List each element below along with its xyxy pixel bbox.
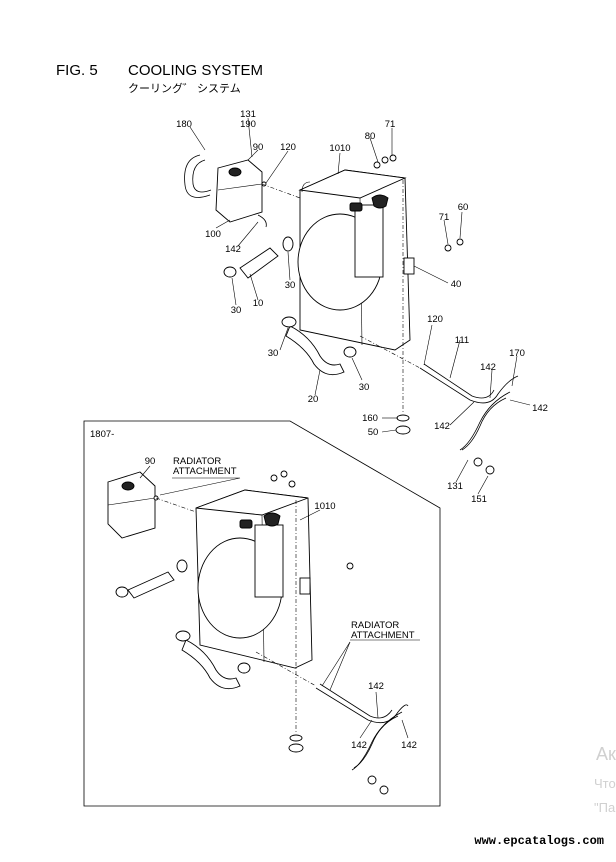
label-142-a: 142: [480, 362, 496, 373]
label-30-c: 30: [268, 348, 279, 359]
inset-radiator-attachment-1-line1: RADIATOR: [173, 456, 221, 467]
inset-label-142-a: 142: [368, 681, 384, 692]
label-170: 170: [509, 348, 525, 359]
label-30-d: 30: [359, 382, 370, 393]
inset-label-142-c: 142: [401, 740, 417, 751]
main-labels: 180 131 190 90 120 1010 80 71 71 60 100 …: [176, 109, 548, 505]
inset-label-1010: 1010: [314, 501, 335, 512]
label-90: 90: [253, 142, 264, 153]
drain-bracket: [403, 257, 415, 275]
label-142-b: 142: [532, 403, 548, 414]
label-131: 131: [240, 109, 256, 120]
label-40: 40: [451, 279, 462, 290]
label-71: 71: [439, 212, 450, 223]
inset-border: [83, 420, 441, 807]
label-100: 100: [205, 229, 221, 240]
label-142-tank: 142: [225, 244, 241, 255]
label-50: 50: [368, 427, 379, 438]
inset-radiator-attachment-1-line2: ATTACHMENT: [173, 466, 237, 477]
figure-number: FIG. 5: [56, 62, 98, 79]
upper-hose: [239, 247, 279, 279]
watermark-line1: Ак: [596, 744, 616, 764]
label-60: 60: [458, 202, 469, 213]
label-160: 160: [362, 413, 378, 424]
watermark-line3: "Па: [594, 800, 616, 815]
radiator-cap: [371, 194, 389, 209]
label-131-b: 131: [447, 481, 463, 492]
label-20: 20: [308, 394, 319, 405]
lower-hose: [285, 325, 345, 376]
figure-title: COOLING SYSTEM: [128, 62, 264, 79]
label-190: 190: [240, 119, 256, 130]
label-142-c: 142: [434, 421, 450, 432]
radiator-top: [298, 169, 407, 199]
label-30-b: 30: [285, 280, 296, 291]
radiator-core: [354, 204, 384, 278]
figure-subtitle: クーリング゛ システム: [128, 83, 241, 95]
inset-label-142-b: 142: [351, 740, 367, 751]
main-assembly: [184, 117, 531, 495]
label-180: 180: [176, 119, 192, 130]
inset-panel: 1807-: [83, 420, 441, 807]
label-71-top: 71: [385, 119, 396, 130]
label-111: 111: [455, 335, 469, 346]
inset-radiator-attachment-2-line2: ATTACHMENT: [351, 630, 415, 641]
label-120-b: 120: [427, 314, 443, 325]
label-1010: 1010: [329, 143, 350, 154]
inset-radiator-attachment-2-line1: RADIATOR: [351, 620, 399, 631]
label-151: 151: [471, 494, 487, 505]
label-30-a: 30: [231, 305, 242, 316]
label-120: 120: [280, 142, 296, 153]
label-10: 10: [253, 298, 264, 309]
inset-label-90: 90: [145, 456, 156, 467]
inset-serial: 1807-: [90, 429, 114, 440]
footer-url[interactable]: www.epcatalogs.com: [474, 834, 604, 848]
label-80: 80: [365, 131, 376, 142]
watermark-line2: Что: [594, 776, 616, 791]
